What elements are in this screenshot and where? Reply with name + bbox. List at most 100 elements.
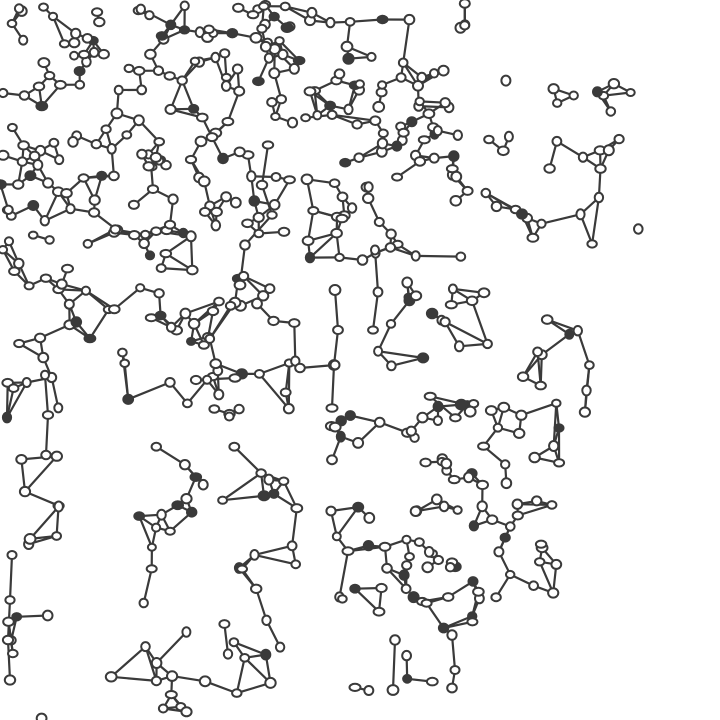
node-circle xyxy=(3,236,15,247)
node-circle xyxy=(381,562,393,574)
node-circle xyxy=(417,352,430,364)
node-circle xyxy=(420,598,433,608)
node-circle xyxy=(551,398,562,408)
node-circle xyxy=(157,703,169,714)
node-circle xyxy=(23,533,37,545)
bond-strand xyxy=(450,633,457,690)
node-circle xyxy=(505,569,516,580)
node-circle xyxy=(326,454,338,466)
node-circle xyxy=(91,7,104,17)
node-circle xyxy=(275,94,287,105)
node-circle xyxy=(294,362,306,374)
node-circle xyxy=(493,546,505,558)
node-circle xyxy=(534,557,546,567)
node-circle xyxy=(407,591,420,604)
node-circle xyxy=(344,410,356,421)
node-circle xyxy=(397,127,410,138)
bond-line xyxy=(51,15,66,45)
node-circle xyxy=(78,49,91,60)
node-circle xyxy=(165,321,177,333)
node-circle xyxy=(335,213,349,224)
node-circle xyxy=(153,137,165,147)
node-circle xyxy=(398,569,410,581)
node-circle xyxy=(564,328,575,340)
node-circle xyxy=(38,2,49,12)
node-circle xyxy=(432,415,443,427)
bond-line xyxy=(377,350,425,359)
node-circle xyxy=(328,284,342,296)
node-circle xyxy=(477,441,491,451)
node-circle xyxy=(286,540,298,552)
node-circle xyxy=(290,559,302,570)
node-circle xyxy=(467,576,479,587)
node-circle xyxy=(439,316,451,328)
node-circle xyxy=(496,145,510,157)
node-circle xyxy=(199,206,211,217)
bond-line xyxy=(5,381,28,419)
node-circle xyxy=(377,128,389,139)
node-circle xyxy=(363,685,375,696)
node-circle xyxy=(343,103,354,116)
node-circle xyxy=(500,74,512,87)
node-circle xyxy=(217,495,229,505)
node-circle xyxy=(252,76,265,87)
node-circle xyxy=(446,629,458,641)
node-circle xyxy=(51,531,62,541)
node-circle xyxy=(423,391,437,401)
node-circle xyxy=(444,300,458,310)
node-circle xyxy=(575,208,586,221)
node-circle xyxy=(184,154,198,165)
node-circle xyxy=(40,369,50,381)
node-circle xyxy=(35,100,49,112)
node-circle xyxy=(253,228,265,239)
node-circle xyxy=(280,22,294,34)
node-circle xyxy=(577,151,589,163)
node-circle xyxy=(346,202,358,214)
node-circle xyxy=(413,156,427,167)
node-circle xyxy=(303,86,317,97)
node-circle xyxy=(213,388,225,401)
node-circle xyxy=(153,288,165,299)
node-circle xyxy=(0,149,10,161)
bond-line xyxy=(414,254,462,258)
node-circle xyxy=(449,665,461,675)
node-circle xyxy=(607,78,621,90)
node-circle xyxy=(261,140,275,150)
node-circle xyxy=(425,676,439,687)
bond-line xyxy=(291,507,298,547)
node-circle xyxy=(437,64,450,77)
node-circle xyxy=(179,307,192,320)
bond-line xyxy=(232,641,267,656)
node-circle xyxy=(480,187,492,199)
node-circle xyxy=(249,32,263,44)
node-circle xyxy=(452,505,463,515)
node-circle xyxy=(150,226,163,236)
node-circle xyxy=(233,146,246,158)
node-circle xyxy=(256,23,268,34)
node-circle xyxy=(372,606,386,617)
node-circle xyxy=(386,360,397,372)
node-circle xyxy=(593,191,605,204)
node-circle xyxy=(164,526,176,536)
node-circle xyxy=(385,228,397,240)
node-circle xyxy=(88,207,101,218)
node-circle xyxy=(413,537,425,547)
node-circle xyxy=(34,332,47,344)
node-circle xyxy=(363,511,376,524)
node-circle xyxy=(4,595,16,605)
node-circle xyxy=(255,179,269,191)
node-circle xyxy=(189,374,203,386)
node-circle xyxy=(6,122,18,133)
node-circle xyxy=(21,377,32,388)
node-circle xyxy=(278,476,290,486)
node-circle xyxy=(167,193,179,205)
bond-line xyxy=(293,321,297,363)
node-circle xyxy=(378,541,392,552)
node-circle xyxy=(412,80,424,92)
node-circle xyxy=(486,514,499,526)
node-circle xyxy=(270,112,281,121)
bond-strand xyxy=(330,288,340,410)
node-circle xyxy=(266,97,278,108)
node-circle xyxy=(336,191,349,203)
bond-line xyxy=(331,113,377,122)
